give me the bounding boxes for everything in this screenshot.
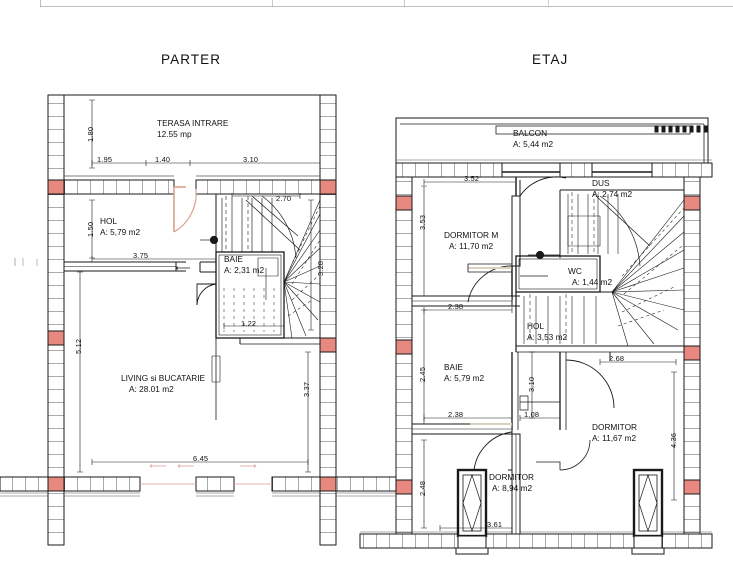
room-area-dus: A: 2,74 m2 bbox=[592, 188, 633, 199]
room-area-dormitor-matrimonial: A: 11,70 m2 bbox=[449, 240, 494, 251]
dimension-parter-3-37: 3.37 bbox=[302, 381, 311, 397]
room-name-baie-etaj: BAIE bbox=[444, 362, 463, 372]
room-name-hol-etaj: HOL bbox=[527, 321, 545, 331]
room-label-dormitor-matrimonial: DORMITOR M A: 11,70 m2 bbox=[444, 230, 498, 252]
scan-artifact-tick-left bbox=[40, 0, 41, 7]
room-name-dormitor-matrimonial: DORMITOR M bbox=[444, 230, 499, 240]
dimension-parter-5-12: 5.12 bbox=[74, 338, 83, 354]
dimension-parter-6-45: 6.45 bbox=[193, 454, 209, 463]
dimension-etaj-2-68: 2.68 bbox=[609, 354, 625, 363]
room-name-hol-parter: HOL bbox=[100, 216, 118, 226]
scan-artifact-tick-right bbox=[404, 0, 405, 7]
dimension-etaj-3-52: 3.52 bbox=[464, 174, 480, 183]
scan-artifact-margin-mark-1 bbox=[14, 258, 16, 266]
room-name-balcon: BALCON bbox=[513, 128, 548, 138]
room-label-terasa-intrare: TERASA INTRARE 12.55 mp bbox=[157, 118, 228, 140]
dimension-parter-1-40: 1.40 bbox=[155, 155, 171, 164]
dimension-etaj-2-45: 2.45 bbox=[418, 366, 427, 382]
dimension-parter-1-80: 1.80 bbox=[86, 126, 95, 142]
dimension-parter-1-95: 1.95 bbox=[97, 155, 113, 164]
room-label-hol-parter: HOL A: 5,79 m2 bbox=[100, 216, 140, 238]
dimension-parter-3-28: 3.28 bbox=[316, 260, 325, 276]
room-area-balcon: A: 5,44 m2 bbox=[513, 138, 554, 149]
room-label-hol-etaj: HOL A: 3,53 m2 bbox=[527, 321, 567, 343]
scan-artifact-tick-far-right bbox=[548, 0, 549, 7]
room-name-dus: DUS bbox=[592, 178, 610, 188]
dimension-parter-2-70: 2.70 bbox=[276, 194, 292, 203]
dimension-parter-3-75: 3.75 bbox=[133, 251, 149, 260]
room-area-living-bucatarie: A: 28.01 m2 bbox=[129, 383, 174, 394]
room-label-dormitor-mic: DORMITOR A: 8,94 m2 bbox=[489, 472, 534, 494]
room-area-baie-parter: A: 2,31 m2 bbox=[224, 264, 265, 275]
room-name-dormitor-mare: DORMITOR bbox=[592, 422, 638, 432]
dimension-parter-1-22: 1.22 bbox=[241, 319, 257, 328]
room-area-wc: A: 1,44 m2 bbox=[572, 276, 613, 287]
room-label-balcon: BALCON A: 5,44 m2 bbox=[513, 128, 553, 150]
room-label-living-bucatarie: LIVING si BUCATARIE A: 28.01 m2 bbox=[121, 373, 205, 395]
room-label-dus: DUS A: 2,74 m2 bbox=[592, 178, 632, 200]
room-area-hol-parter: A: 5,79 m2 bbox=[100, 226, 141, 237]
room-name-living-bucatarie: LIVING si BUCATARIE bbox=[121, 373, 206, 383]
dimension-etaj-4-36: 4.36 bbox=[669, 432, 678, 448]
plan-title-parter: PARTER bbox=[161, 52, 222, 67]
scan-artifact-margin-mark-3 bbox=[36, 259, 38, 266]
room-area-hol-etaj: A: 3,53 m2 bbox=[527, 331, 568, 342]
dimension-etaj-3-53: 3.53 bbox=[418, 214, 427, 230]
room-name-dormitor-mic: DORMITOR bbox=[489, 472, 535, 482]
room-area-baie-etaj: A: 5,79 m2 bbox=[444, 372, 485, 383]
dimension-etaj-2-38-upper: 2.38 bbox=[448, 302, 464, 311]
scan-artifact-tick-mid bbox=[272, 0, 273, 7]
scan-artifact-margin-mark-2 bbox=[22, 258, 24, 266]
room-name-terasa-intrare: TERASA INTRARE bbox=[157, 118, 229, 128]
room-label-dormitor-mare: DORMITOR A: 11,67 m2 bbox=[592, 422, 637, 444]
plan-title-etaj: ETAJ bbox=[532, 52, 569, 67]
dimension-parter-3-10: 3.10 bbox=[243, 155, 259, 164]
room-area-dormitor-mic: A: 8,94 m2 bbox=[492, 482, 533, 493]
room-name-wc: WC bbox=[568, 266, 582, 276]
dimension-etaj-2-48: 2.48 bbox=[418, 480, 427, 496]
dimension-parter-1-50: 1.50 bbox=[86, 221, 95, 237]
dimension-etaj-2-38-lower: 2.38 bbox=[448, 410, 464, 419]
scan-artifact-line bbox=[40, 6, 733, 7]
dimension-etaj-1-08: 1.08 bbox=[524, 410, 540, 419]
room-label-wc: WC A: 1,44 m2 bbox=[568, 266, 612, 288]
room-area-terasa-intrare: 12.55 mp bbox=[157, 128, 192, 139]
dimension-etaj-3-61: 3.61 bbox=[487, 520, 503, 529]
room-label-baie-etaj: BAIE A: 5,79 m2 bbox=[444, 362, 484, 384]
room-name-baie-parter: BAIE bbox=[224, 254, 243, 264]
room-area-dormitor-mare: A: 11,67 m2 bbox=[592, 432, 637, 443]
dimension-etaj-3-10: 3.10 bbox=[527, 376, 536, 392]
room-label-baie-parter: BAIE A: 2,31 m2 bbox=[224, 254, 264, 276]
